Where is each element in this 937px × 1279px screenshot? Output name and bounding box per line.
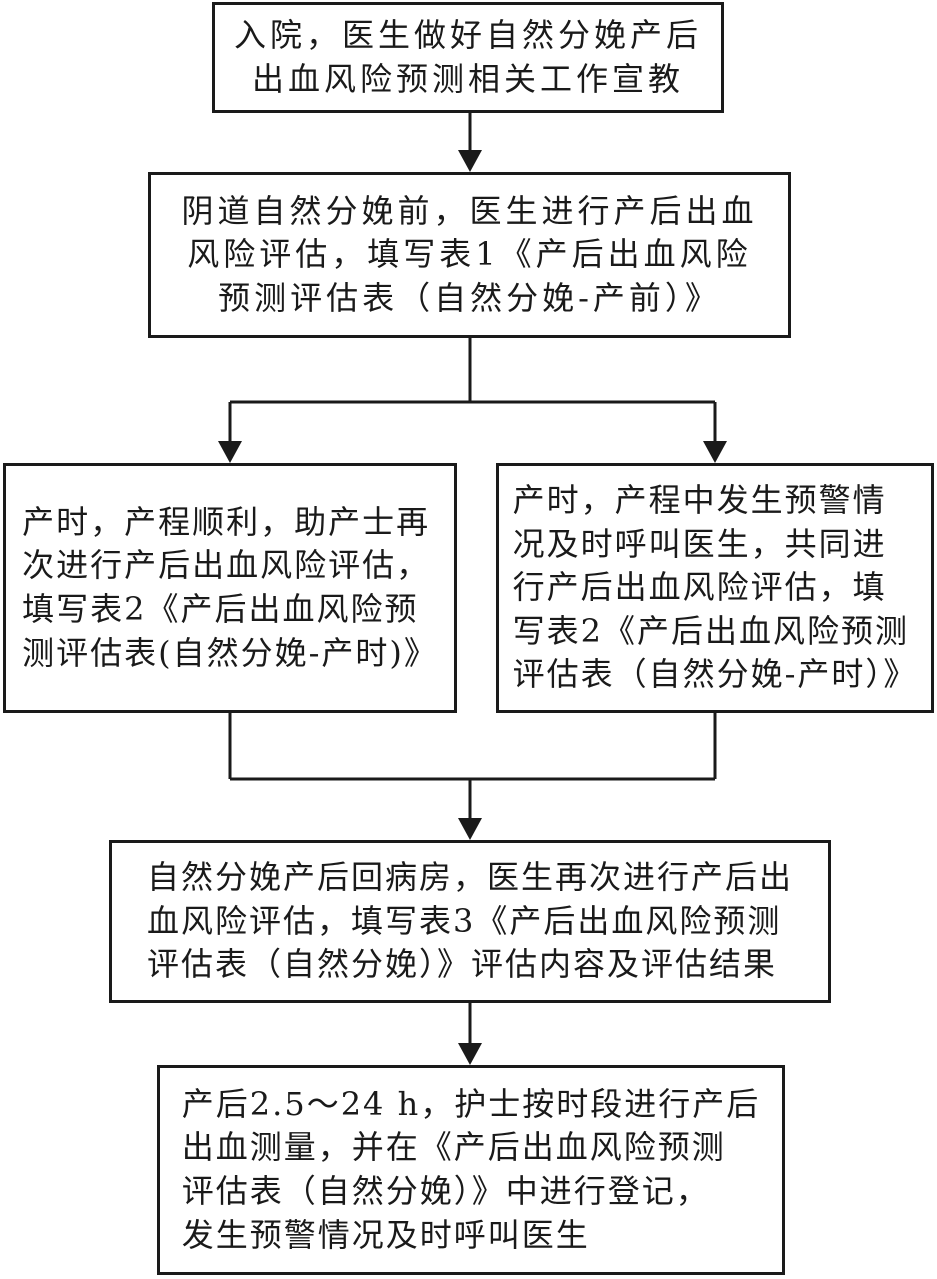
step3a-line: 产时，产程顺利，助产士再 xyxy=(22,502,431,541)
step3b-line: 产时，产程中发生预警情 xyxy=(512,481,887,520)
flow-box-step2: 阴道自然分娩前，医生进行产后出血 风险评估，填写表1《产后出血风险 预测评估表（… xyxy=(148,172,791,338)
step4-line: 评估表（自然分娩）》评估内容及评估结果 xyxy=(146,945,777,984)
step3b-text: 产时，产程中发生预警情 况及时呼叫医生，共同进 行产后出血风险评估，填 写表2《… xyxy=(513,479,918,697)
step1-text: 入院，医生做好自然分娩产后 出血风险预测相关工作宣教 xyxy=(234,14,702,101)
flow-box-step1: 入院，医生做好自然分娩产后 出血风险预测相关工作宣教 xyxy=(212,2,724,113)
arrowhead-step3a xyxy=(218,441,242,463)
step3b-line: 行产后出血风险评估，填 xyxy=(512,568,887,607)
step3a-line: 测评估表(自然分娩-产时)》 xyxy=(22,633,438,672)
step2-line: 阴道自然分娩前，医生进行产后出血 xyxy=(181,191,758,230)
arrowhead-step4 xyxy=(458,818,482,840)
step2-line: 风险评估，填写表1《产后出血风险 xyxy=(187,235,752,274)
step5-line: 产后2.5～24 h，护士按时段进行产后 xyxy=(181,1084,761,1123)
step5-text: 产后2.5～24 h，护士按时段进行产后 出血测量，并在《产后出血风险预测 评估… xyxy=(182,1083,760,1257)
arrowhead-step3b xyxy=(703,441,727,463)
flow-box-step3a: 产时，产程顺利，助产士再 次进行产后出血风险评估， 填写表2《产后出血风险预 测… xyxy=(3,463,457,713)
step3a-line: 填写表2《产后出血风险预 xyxy=(22,590,419,628)
step3a-line: 次进行产后出血风险评估， xyxy=(22,546,431,585)
step1-line: 出血风险预测相关工作宣教 xyxy=(251,59,684,98)
step3a-text: 产时，产程顺利，助产士再 次进行产后出血风险评估， 填写表2《产后出血风险预 测… xyxy=(22,501,438,675)
step5-line: 发生预警情况及时呼叫医生 xyxy=(181,1215,590,1254)
arrowhead-step5 xyxy=(458,1043,482,1065)
step1-line: 入院，医生做好自然分娩产后 xyxy=(233,15,702,54)
step3b-line: 况及时呼叫医生，共同进 xyxy=(512,524,887,563)
step4-text: 自然分娩产后回病房，医生再次进行产后出 血风险评估，填写表3《产后出血风险预测 … xyxy=(147,856,793,987)
step4-line: 血风险评估，填写表3《产后出血风险预测 xyxy=(146,901,782,940)
step5-line: 评估表（自然分娩）》中进行登记， xyxy=(181,1172,710,1210)
step3b-line: 评估表（自然分娩-产时）》 xyxy=(512,655,918,694)
flow-box-step5: 产后2.5～24 h，护士按时段进行产后 出血测量，并在《产后出血风险预测 评估… xyxy=(157,1065,785,1275)
step3b-line: 写表2《产后出血风险预测 xyxy=(512,611,909,650)
step2-text: 阴道自然分娩前，医生进行产后出血 风险评估，填写表1《产后出血风险 预测评估表（… xyxy=(181,190,757,321)
step2-line: 预测评估表（自然分娩-产前）》 xyxy=(218,278,721,317)
arrowhead-step2 xyxy=(458,150,482,172)
step4-line: 自然分娩产后回病房，医生再次进行产后出 xyxy=(146,858,793,897)
step5-line: 出血测量，并在《产后出血风险预测 xyxy=(181,1128,726,1167)
flow-box-step4: 自然分娩产后回病房，医生再次进行产后出 血风险评估，填写表3《产后出血风险预测 … xyxy=(109,840,831,1003)
flow-box-step3b: 产时，产程中发生预警情 况及时呼叫医生，共同进 行产后出血风险评估，填 写表2《… xyxy=(496,463,934,713)
